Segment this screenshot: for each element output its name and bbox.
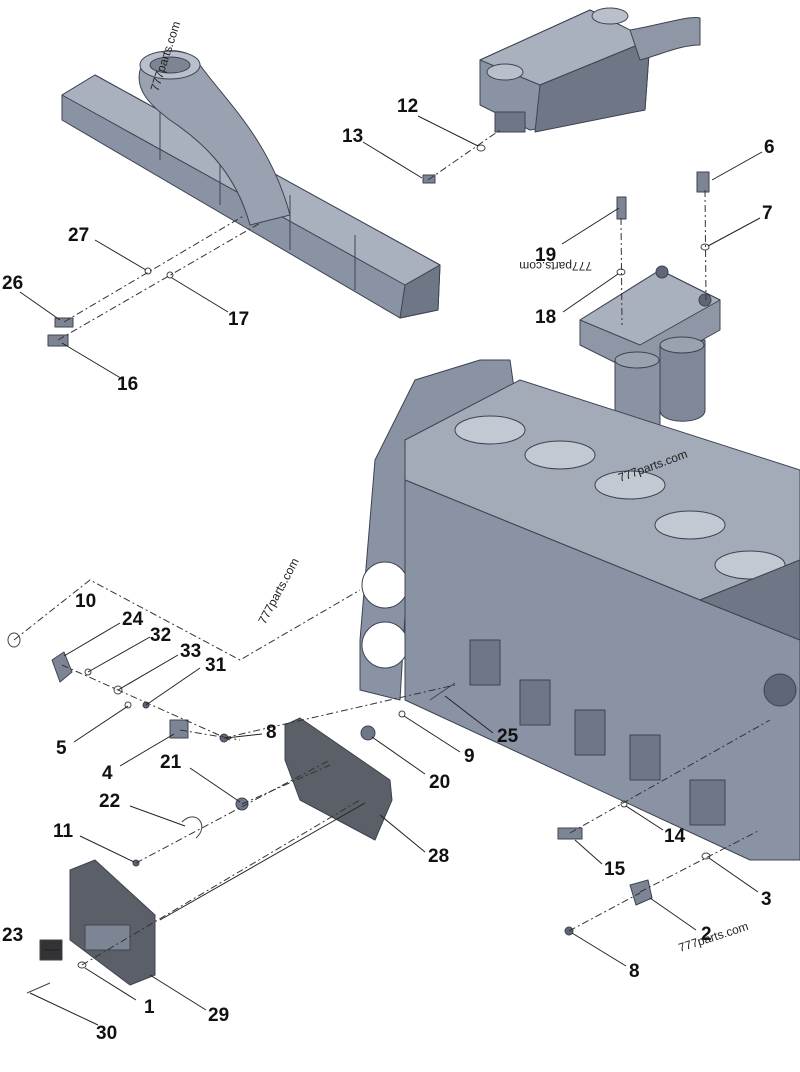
callout-24: 24 (122, 609, 144, 630)
callout-21: 21 (160, 752, 182, 773)
seal-5 (124, 701, 132, 709)
callout-30: 30 (96, 1023, 117, 1044)
leader-lines (19, 115, 763, 1026)
callout-numbers: 12 13 6 7 19 18 27 26 17 16 10 24 32 33 … (2, 96, 775, 1044)
seal-9 (398, 710, 406, 718)
small-parts (7, 144, 711, 994)
sensor-4 (169, 719, 189, 739)
sensor-6 (696, 171, 710, 193)
stud-25 (429, 682, 456, 701)
callout-14: 14 (664, 826, 686, 847)
callout-16: 16 (117, 374, 138, 395)
callout-17: 17 (228, 309, 249, 330)
seal-33 (113, 685, 123, 695)
callout-27: 27 (68, 225, 89, 246)
callout-33: 33 (180, 641, 201, 662)
watermark: 777parts.com (255, 556, 301, 627)
manifold-assembly (61, 50, 441, 319)
assembly-lines (13, 129, 771, 966)
seal-14 (620, 800, 628, 808)
callout-11: 11 (53, 821, 74, 842)
callout-28: 28 (428, 846, 449, 867)
washer-1 (77, 961, 87, 969)
callout-32: 32 (150, 625, 171, 646)
o-ring-10 (7, 632, 21, 648)
callout-2: 2 (701, 924, 712, 945)
callout-18: 18 (535, 307, 556, 328)
seal-7 (700, 243, 710, 251)
filter-assembly (579, 265, 721, 442)
sensor-26 (54, 317, 74, 328)
sensor-2 (629, 879, 653, 906)
nut-20 (360, 725, 376, 741)
callout-31: 31 (205, 655, 227, 676)
callout-23: 23 (2, 925, 23, 946)
callout-25: 25 (497, 726, 519, 747)
seal-17 (166, 271, 174, 279)
callout-12: 12 (397, 96, 418, 117)
bolt-30 (26, 982, 51, 994)
seal-12 (476, 144, 486, 152)
callout-8-upper: 8 (266, 722, 277, 743)
callout-29: 29 (208, 1005, 229, 1026)
callout-26: 26 (2, 273, 23, 294)
callout-8-lower: 8 (629, 961, 640, 982)
engine-block (359, 359, 800, 861)
sensor-15 (557, 827, 583, 840)
callout-4: 4 (102, 763, 113, 784)
clip-22 (181, 816, 203, 839)
callout-20: 20 (429, 772, 450, 793)
callout-7: 7 (762, 203, 773, 224)
callout-1: 1 (144, 997, 155, 1018)
callout-13: 13 (342, 126, 363, 147)
ecm-29 (69, 859, 156, 986)
callout-15: 15 (604, 859, 626, 880)
callout-10: 10 (75, 591, 96, 612)
seal-32 (84, 668, 92, 676)
ecm-bracket-28 (284, 717, 393, 841)
bracket-24 (51, 651, 73, 683)
watermark: 777parts.com (519, 259, 592, 273)
thermostat-housing (479, 7, 701, 133)
callout-3: 3 (761, 889, 772, 910)
callout-5: 5 (56, 738, 67, 759)
callout-22: 22 (99, 791, 120, 812)
callout-9: 9 (464, 746, 475, 767)
callout-19: 19 (535, 245, 556, 266)
sensor-16 (47, 334, 69, 347)
callout-6: 6 (764, 137, 775, 158)
